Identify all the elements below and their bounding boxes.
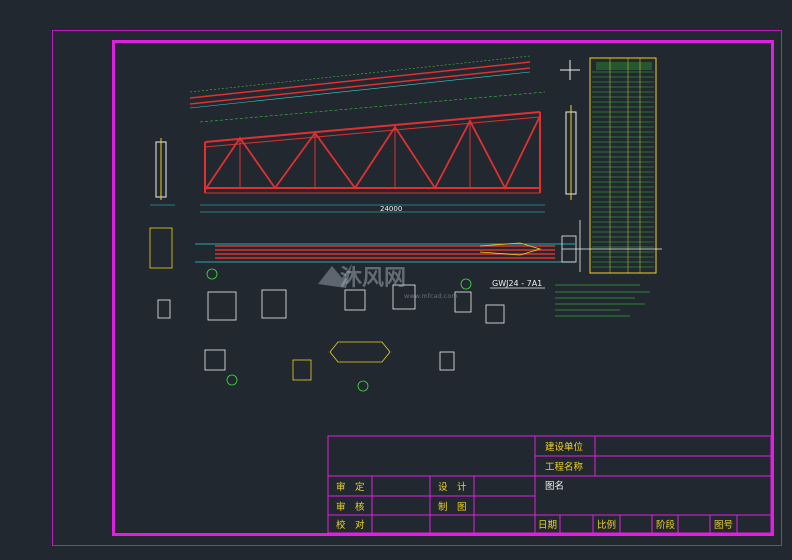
watermark: 沐风网 www.mfcad.com <box>318 264 458 300</box>
title-date: 日期 <box>538 520 557 531</box>
title-construction-unit: 建设单位 <box>545 441 584 453</box>
title-project-name: 工程名称 <box>545 461 584 473</box>
title-review: 审 定 <box>336 481 365 493</box>
title-drawing-no: 图号 <box>714 520 733 531</box>
right-end-detail <box>560 60 580 200</box>
title-drawing-name: 图名 <box>545 480 564 492</box>
material-table <box>589 57 657 274</box>
title-check: 校 对 <box>336 519 365 531</box>
section-details <box>149 227 505 392</box>
truss-elevation: 24000 <box>199 91 546 213</box>
title-scale: 比例 <box>597 519 616 531</box>
watermark-url: www.mfcad.com <box>404 292 458 300</box>
general-notes <box>555 284 650 317</box>
drawing-sheet-inner-border <box>112 40 774 536</box>
watermark-text: 沐风网 <box>340 266 406 291</box>
title-design: 设 计 <box>438 481 467 493</box>
title-draw: 制 图 <box>438 501 467 513</box>
top-chord-elevation <box>189 55 531 109</box>
truss-mark-text: GWJ24 - 7A1 <box>492 279 542 288</box>
title-audit: 审 核 <box>336 501 365 513</box>
svg-text:24000: 24000 <box>380 205 402 213</box>
title-block: 建设单位 工程名称 图名 审 定 审 核 校 对 设 计 制 图 日期 比例 阶… <box>327 435 772 534</box>
material-table-rows <box>592 71 654 268</box>
drawing-sheet-outer-border <box>52 30 782 546</box>
left-end-detail <box>150 138 175 206</box>
truss-plan-view <box>195 220 662 272</box>
title-stage: 阶段 <box>656 519 676 531</box>
truss-label: GWJ24 - 7A1 <box>490 279 545 289</box>
